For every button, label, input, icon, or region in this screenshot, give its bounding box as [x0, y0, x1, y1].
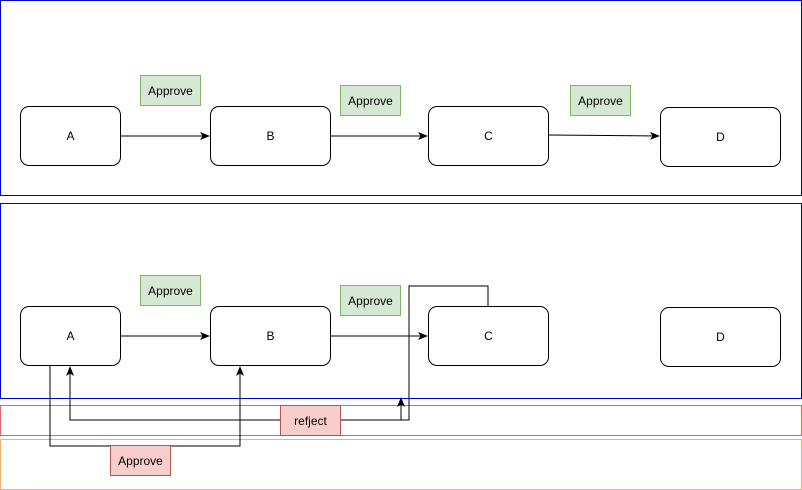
approve-loop-label: Approve	[110, 445, 171, 476]
top-node-c[interactable]: C	[428, 106, 549, 166]
node-label: B	[266, 329, 275, 343]
bottom-node-d[interactable]: D	[660, 307, 781, 367]
top-node-a[interactable]: A	[20, 106, 121, 166]
bottom-approve-a-b-label: Approve	[140, 275, 201, 306]
top-approve-b-c-label: Approve	[340, 85, 401, 116]
top-node-d[interactable]: D	[660, 107, 781, 167]
node-label: D	[716, 130, 725, 144]
node-label: B	[266, 129, 275, 143]
node-label: A	[66, 329, 75, 343]
top-approve-c-d-label: Approve	[570, 85, 631, 116]
reject-label: refject	[280, 405, 341, 436]
node-label: C	[484, 329, 493, 343]
bottom-node-a[interactable]: A	[20, 306, 121, 366]
top-approve-a-b-label: Approve	[140, 75, 201, 106]
edge-approve-loop	[49, 366, 244, 447]
node-label: A	[66, 129, 75, 143]
edge-top-c-d	[548, 131, 660, 140]
bottom-approve-b-c-label: Approve	[340, 285, 401, 316]
bottom-node-c[interactable]: C	[428, 306, 549, 366]
node-label: C	[484, 129, 493, 143]
node-label: D	[716, 330, 725, 344]
edge-reject-loop	[66, 285, 489, 421]
bottom-node-b[interactable]: B	[210, 306, 331, 366]
top-node-b[interactable]: B	[210, 106, 331, 166]
